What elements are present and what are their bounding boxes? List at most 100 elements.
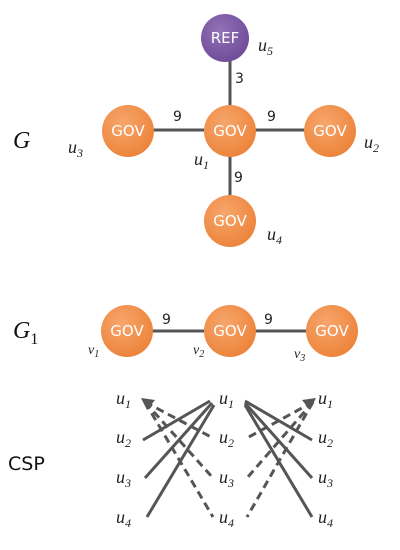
node-v2-circle — [204, 305, 256, 357]
var-label-u2-sub: 2 — [373, 141, 379, 155]
node-u2-text: GOV — [313, 122, 347, 140]
var-label-u5-sub: 5 — [267, 44, 273, 58]
node-u2: GOV — [304, 105, 356, 157]
csp-label: CSP — [8, 453, 45, 475]
node-u3-text: GOV — [111, 122, 145, 140]
csp-left-u4-sub: 4 — [125, 516, 131, 530]
node-u4-circle — [204, 195, 256, 247]
csp-right-u3-sub: 3 — [326, 476, 333, 490]
csp-left-u4: u4 — [116, 507, 131, 530]
node-u1-circle — [204, 105, 256, 157]
graph-g1-label: G1 — [13, 318, 38, 348]
var-label-v1-var: v — [88, 343, 95, 358]
graph-g1: G1 9 9 GOV GOV GOV v1 v2 v3 — [13, 305, 358, 364]
csp-arrow-right — [302, 398, 316, 410]
csp-middle-u4-var: u — [219, 507, 228, 527]
csp-middle-u2-var: u — [219, 427, 228, 447]
var-label-u1: u1 — [194, 149, 209, 172]
csp-middle-u2: u2 — [219, 427, 234, 450]
var-label-v1: v1 — [88, 343, 99, 360]
csp-right-u1-sub: 1 — [327, 397, 333, 411]
var-label-u3-sub: 3 — [76, 146, 83, 160]
csp-link-m1-r3 — [243, 402, 314, 479]
csp-link-m1-l2 — [142, 399, 211, 442]
var-label-v3: v3 — [294, 347, 305, 364]
csp-right-u3: u3 — [318, 467, 333, 490]
csp-right-u4-var: u — [318, 507, 327, 527]
edge-weight-u3-u1: 9 — [173, 109, 182, 125]
var-label-u3-var: u — [68, 137, 77, 157]
csp-diagram: CSP u1 u2 u3 u4 u1 — [8, 388, 333, 530]
var-label-u2-var: u — [364, 132, 373, 152]
var-label-u4: u4 — [267, 224, 282, 247]
csp-middle-u2-sub: 2 — [228, 436, 234, 450]
var-label-u1-var: u — [194, 149, 203, 169]
graph-g-label: G — [13, 128, 30, 154]
node-u4-text: GOV — [213, 212, 247, 230]
csp-left-u2-sub: 2 — [125, 436, 131, 450]
csp-left-links — [141, 398, 216, 518]
var-label-u4-var: u — [267, 224, 276, 244]
csp-right-u2: u2 — [318, 427, 333, 450]
csp-right-u1-var: u — [318, 388, 327, 408]
node-v3: GOV — [306, 305, 358, 357]
csp-left-u1-sub: 1 — [125, 397, 131, 411]
node-u3-circle — [102, 105, 154, 157]
csp-right-links — [243, 398, 316, 518]
var-label-v3-sub: 3 — [299, 353, 305, 364]
csp-middle-u4-sub: 4 — [228, 516, 234, 530]
csp-link-r1-m3 — [245, 401, 315, 479]
graph-g: G 3 9 9 9 REF GOV GOV GOV GOV — [13, 14, 379, 247]
node-u2-circle — [304, 105, 356, 157]
csp-left-column: u1 u2 u3 u4 — [116, 388, 131, 530]
graph-g1-label-main: G — [13, 318, 30, 344]
var-label-u3: u3 — [68, 137, 83, 160]
csp-arrow-left — [141, 398, 155, 410]
csp-right-u1: u1 — [318, 388, 333, 411]
node-u4: GOV — [204, 195, 256, 247]
csp-left-u2-var: u — [116, 427, 125, 447]
node-u5-text: REF — [211, 29, 240, 47]
csp-left-u3-sub: 3 — [124, 476, 131, 490]
var-label-u1-sub: 1 — [203, 158, 209, 172]
csp-right-u2-var: u — [318, 427, 327, 447]
node-u1-text: GOV — [213, 122, 247, 140]
csp-right-column: u1 u2 u3 u4 — [318, 388, 333, 530]
node-u1: GOV — [204, 105, 256, 157]
csp-middle-u3-var: u — [219, 467, 228, 487]
graph-g1-label-sub: 1 — [30, 331, 38, 348]
csp-middle-u4: u4 — [219, 507, 234, 530]
edge-weight-v2-v3: 9 — [264, 312, 273, 328]
csp-link-l1-m3 — [143, 400, 215, 480]
node-u5: REF — [201, 14, 249, 62]
edge-weight-v1-v2: 9 — [162, 312, 171, 328]
node-v2-text: GOV — [213, 322, 247, 340]
csp-left-u4-var: u — [116, 507, 125, 527]
var-label-u2: u2 — [364, 132, 379, 155]
var-label-u5: u5 — [258, 35, 273, 58]
csp-left-u2: u2 — [116, 427, 131, 450]
csp-middle-u3: u3 — [219, 467, 234, 490]
csp-middle-u1-var: u — [219, 388, 228, 408]
csp-right-u4-sub: 4 — [327, 516, 333, 530]
csp-middle-u3-sub: 3 — [227, 476, 234, 490]
csp-link-r1-m4 — [245, 401, 315, 518]
csp-left-u1-var: u — [116, 388, 125, 408]
csp-middle-column: u1 u2 u3 u4 — [219, 388, 234, 530]
csp-left-u3: u3 — [116, 467, 131, 490]
node-v2: GOV — [204, 305, 256, 357]
edge-weight-u1-u5: 3 — [235, 71, 244, 87]
var-label-v2: v2 — [193, 343, 204, 360]
edge-weight-u1-u4: 9 — [234, 170, 243, 186]
csp-link-l1-m4 — [143, 401, 215, 518]
node-u5-circle — [201, 14, 249, 62]
csp-right-u2-sub: 2 — [327, 436, 333, 450]
var-label-v3-var: v — [294, 347, 301, 362]
csp-right-u4: u4 — [318, 507, 333, 530]
var-label-v2-var: v — [193, 343, 200, 358]
node-v3-text: GOV — [315, 322, 349, 340]
node-v3-circle — [306, 305, 358, 357]
csp-left-u1: u1 — [116, 388, 131, 411]
csp-middle-u1-sub: 1 — [228, 397, 234, 411]
